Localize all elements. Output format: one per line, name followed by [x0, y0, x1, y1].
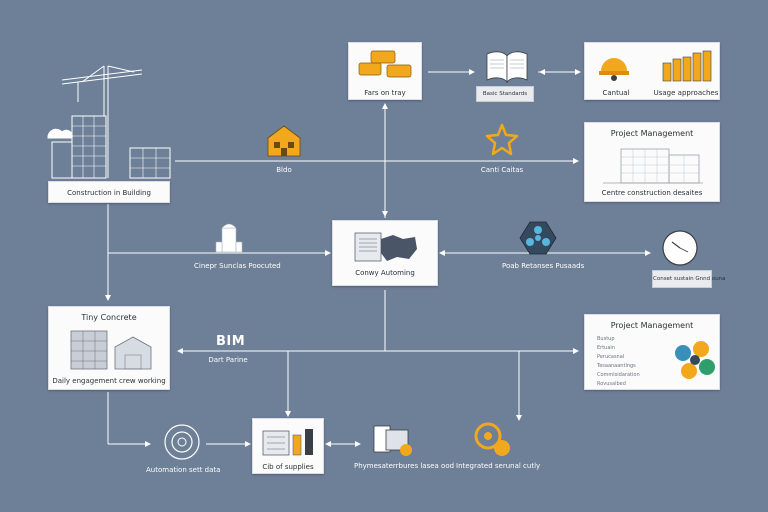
center-card[interactable]: Conwy Automing	[332, 220, 438, 286]
construction-label: Construction in Building	[67, 189, 151, 197]
top-center-label: Fars on tray	[364, 89, 406, 97]
top-right-card[interactable]: Cantual Usage approaches	[584, 42, 720, 100]
pm2-bullet: Ertuain	[597, 345, 615, 351]
automation-label: Automation sett data	[146, 466, 221, 474]
star-icon	[485, 123, 519, 156]
tiny-concrete-card[interactable]: Tiny Concrete Daily engagement crew work…	[48, 306, 170, 390]
bldg-label: Bldo	[276, 166, 292, 174]
integration-gear-icon[interactable]	[470, 420, 514, 460]
star-label: Canti Caitas	[480, 166, 524, 174]
bim-subtitle: Dart Parine	[208, 356, 248, 364]
house-icon	[267, 125, 301, 157]
warehouse-icon	[70, 330, 152, 370]
pm2-title: Project Management	[610, 321, 694, 330]
pm2-bullet: Perucasnal	[597, 354, 625, 360]
bim-title: BIM	[216, 334, 246, 349]
hard-hat-icon	[599, 58, 629, 81]
gears-cluster-icon	[675, 341, 715, 379]
pm2-bullet: Commlsidaration	[597, 372, 640, 378]
book-label: Basic Standards	[482, 91, 528, 97]
bar-blocks-icon	[662, 50, 712, 82]
tools-label: Phymesaterrbures lasea ood	[354, 462, 455, 470]
integration-label: Integrated serunal cutly	[456, 462, 541, 470]
pm2-bullet-list: Bustup Ertuain Perucasnal Tesaanaantings…	[597, 335, 667, 389]
pm1-caption: Centre construction desaites	[601, 189, 703, 197]
center-label: Conwy Automing	[355, 269, 415, 277]
hexagon-label: Poab Retanses Pusaads	[502, 262, 585, 270]
pm2-bullet: Tesaanaantings	[597, 363, 636, 369]
tiny-concrete-title: Tiny Concrete	[81, 313, 137, 322]
building-sketch-icon	[603, 148, 703, 184]
supplies-icon	[262, 429, 313, 456]
construction-card[interactable]: Construction in Building	[48, 181, 170, 203]
automation-gear-icon[interactable]	[160, 422, 204, 462]
materials-icon	[358, 50, 412, 78]
project-management-card-1[interactable]: Project Management Centre construction d…	[584, 122, 720, 202]
clock-icon	[662, 230, 698, 266]
tools-document-icon	[373, 425, 412, 456]
book-icon	[486, 51, 528, 84]
hexagon-network-icon	[519, 221, 557, 255]
tower-icon	[215, 223, 243, 253]
product-label: Cib of supplies	[262, 463, 314, 471]
map-document-icon	[354, 232, 417, 262]
crane-building-icon	[47, 65, 171, 179]
product-card[interactable]: Cib of supplies	[252, 418, 324, 474]
tower-label: Cinepr Sunclas Poocuted	[194, 262, 281, 270]
tiny-concrete-caption: Daily engagement crew working	[52, 377, 166, 385]
top-center-card[interactable]: Fars on tray	[348, 42, 422, 100]
top-right-label-right: Usage approaches	[653, 89, 719, 97]
pm2-bullet: Rovusalbed	[597, 381, 626, 387]
pm2-bullet: Bustup	[597, 336, 615, 342]
book-plate: Basic Standards	[476, 86, 534, 102]
pm1-title: Project Management	[610, 129, 694, 138]
project-management-card-2[interactable]: Project Management Bustup Ertuain Peruca…	[584, 314, 720, 390]
clock-plate: Conset sustain Gnnd ouna	[652, 270, 726, 288]
clock-label: Conset sustain Gnnd ouna	[653, 276, 726, 282]
top-right-label-left: Cantual	[602, 89, 630, 97]
